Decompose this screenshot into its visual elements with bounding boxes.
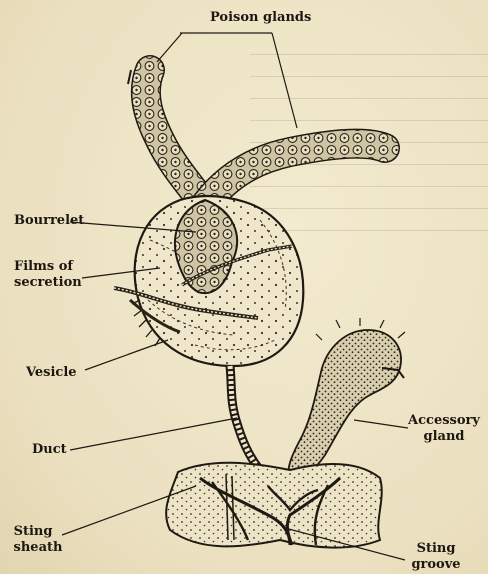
poison-gland-right	[205, 144, 385, 205]
gland-tip-mark	[128, 70, 131, 84]
label-accessory-gland-line2: gland	[404, 429, 484, 444]
sting-base	[166, 463, 382, 548]
label-bourrelet: Bourrelet	[14, 213, 84, 228]
label-sting-sheath-line2: sheath	[8, 540, 68, 555]
label-sting-sheath-line1: Sting	[8, 524, 58, 539]
label-sting-groove-line1: Sting	[406, 541, 466, 556]
label-films-of-secretion-line2: secretion	[14, 275, 82, 290]
label-accessory-gland-line1: Accessory	[404, 413, 484, 428]
leader-vesicle	[85, 340, 168, 370]
label-vesicle: Vesicle	[26, 365, 77, 380]
label-poison-glands: Poison glands	[210, 10, 311, 25]
accessory-gland	[288, 318, 405, 482]
leader-poison-right	[272, 33, 297, 128]
label-sting-groove-line2: groove	[406, 557, 466, 572]
label-duct: Duct	[32, 442, 67, 457]
leader-duct	[70, 418, 237, 450]
leader-poison-left	[157, 33, 182, 62]
leader-accessory	[354, 420, 408, 428]
poison-gland-left	[146, 70, 205, 205]
label-films-of-secretion-line1: Films of	[14, 259, 73, 274]
